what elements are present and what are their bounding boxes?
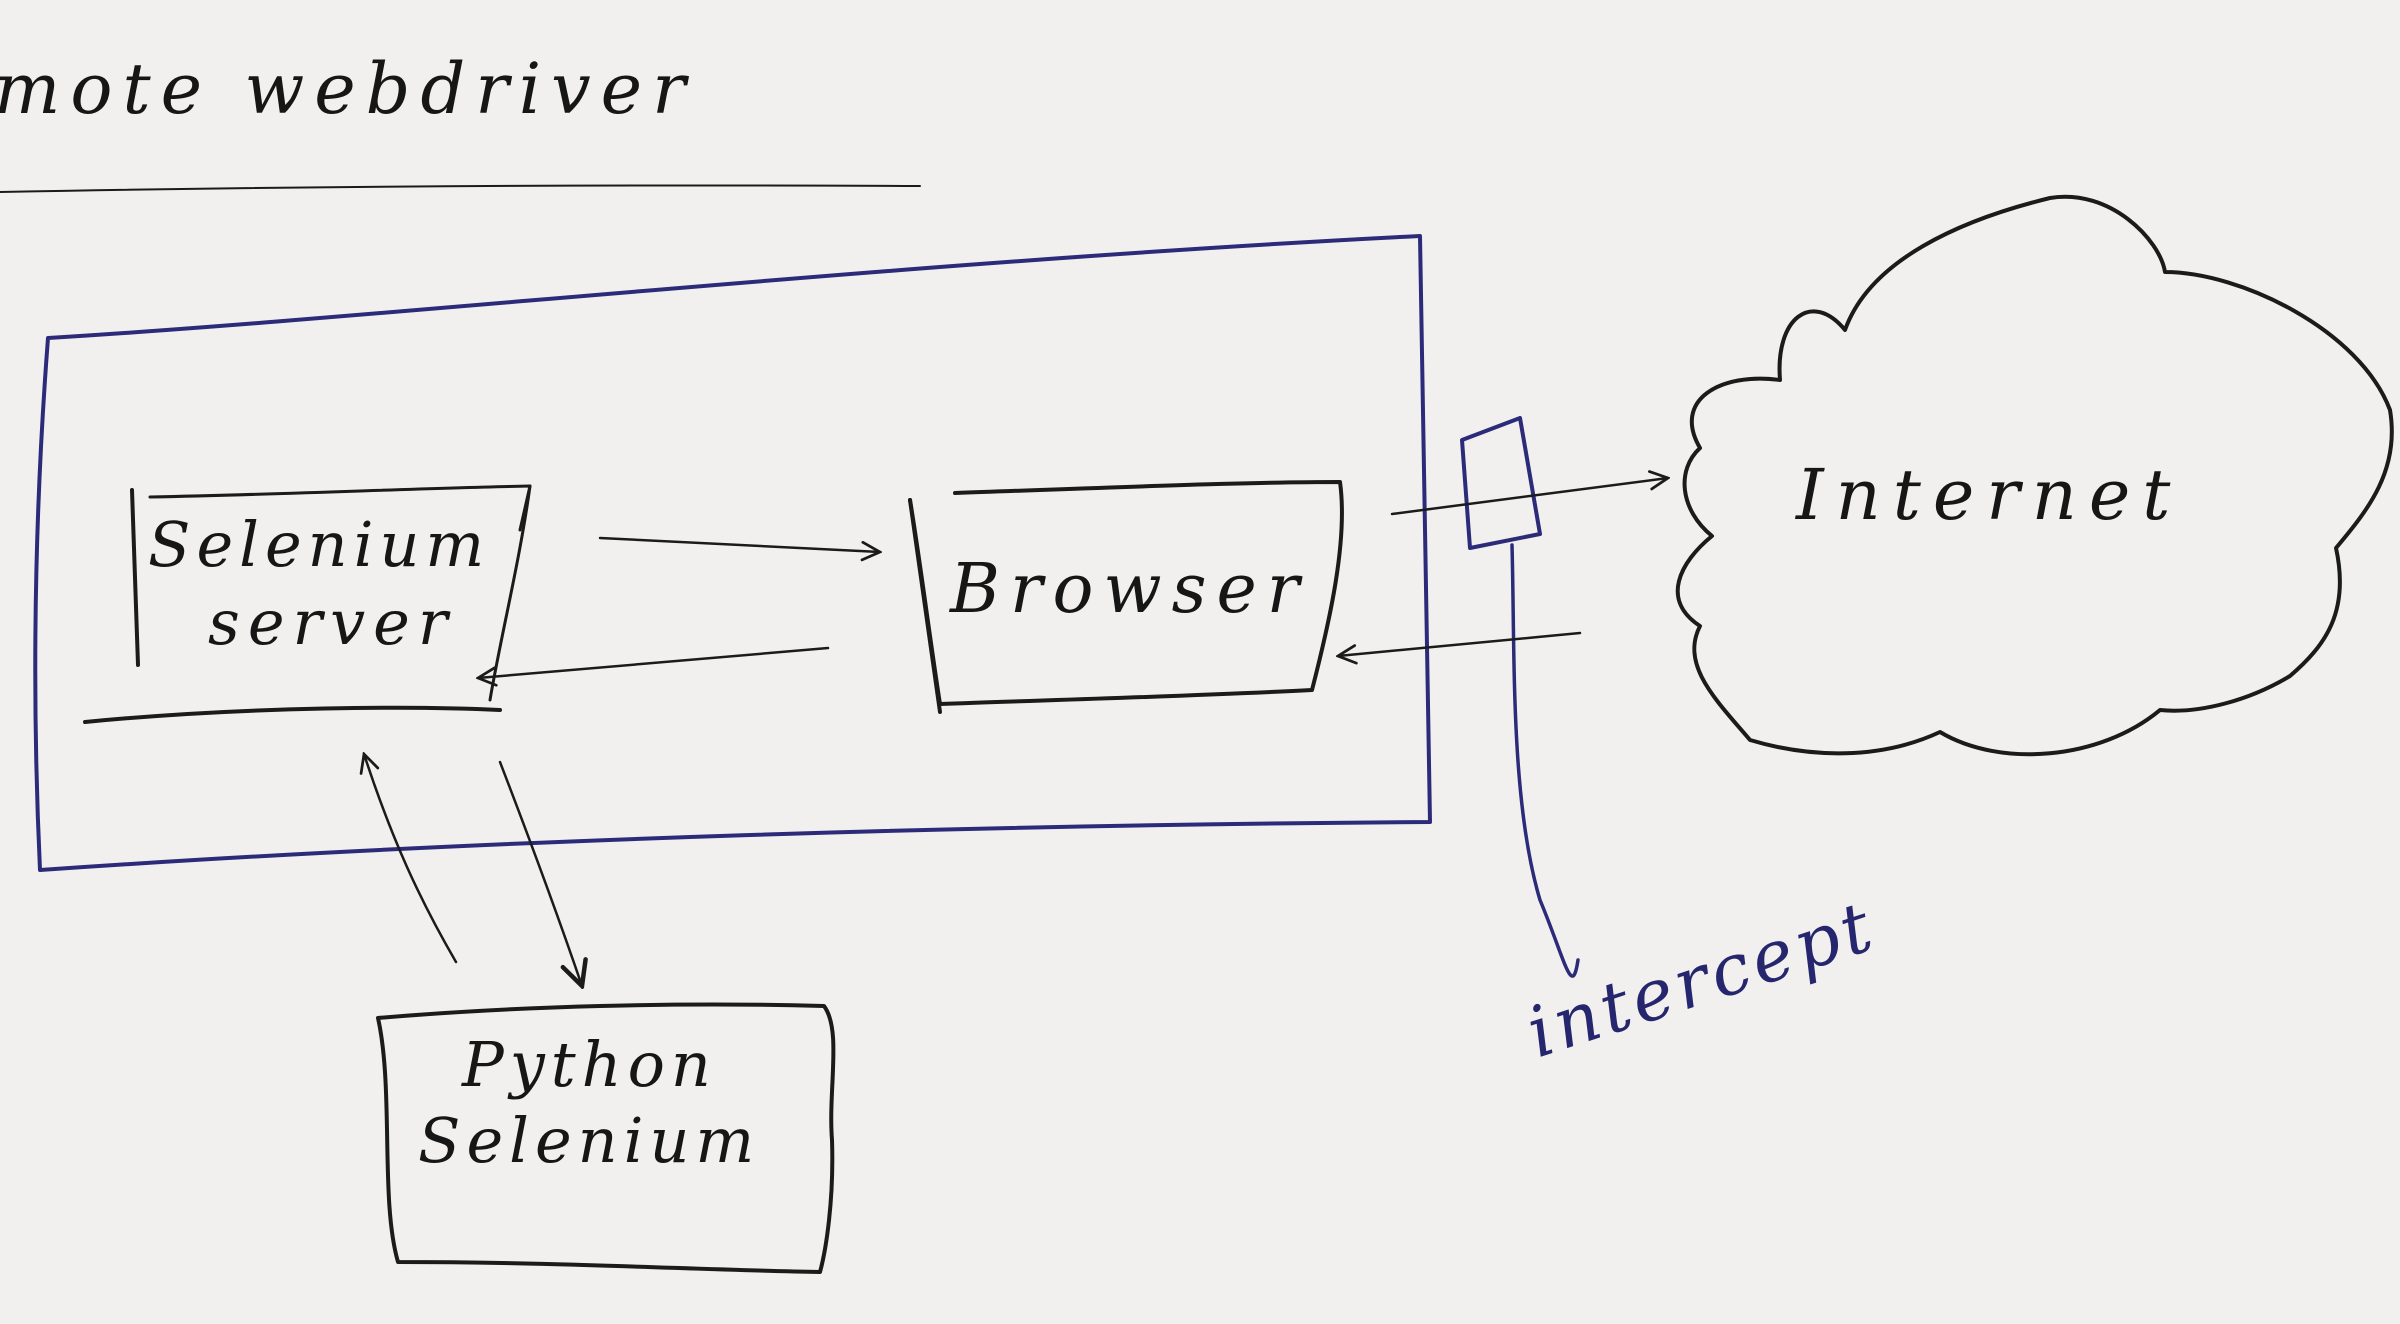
arrow-server-to-python [498, 760, 582, 986]
arrow-python-to-server [364, 754, 458, 964]
arrow-internet-to-browser [1338, 631, 1582, 656]
browser-label: Browser [950, 550, 1310, 629]
remote-machine-box [33, 234, 1432, 872]
python-selenium-label-line1: Python [462, 1028, 717, 1101]
selenium-server-box-top [148, 484, 532, 532]
selenium-server-box-right [488, 484, 532, 702]
arrow-browser-to-internet [1390, 478, 1668, 516]
heading-rule [0, 184, 921, 193]
intercept-box [1460, 416, 1542, 550]
internet-label: Internet [1796, 454, 2183, 536]
python-selenium-box [376, 1002, 836, 1274]
browser-box-left-tick [908, 498, 942, 714]
selenium-server-label-line1: Selenium [148, 508, 491, 581]
arrow-browser-to-server [478, 646, 830, 678]
intercept-pointer-line [1510, 543, 1580, 978]
internet-cloud [1675, 194, 2394, 757]
selenium-server-label-line2: server [208, 586, 456, 659]
page-heading: mote webdriver [0, 48, 696, 130]
python-selenium-label-line2: Selenium [418, 1104, 761, 1177]
selenium-server-box [130, 488, 140, 667]
selenium-server-box-bottom [83, 705, 502, 724]
arrow-server-to-browser [598, 536, 880, 552]
